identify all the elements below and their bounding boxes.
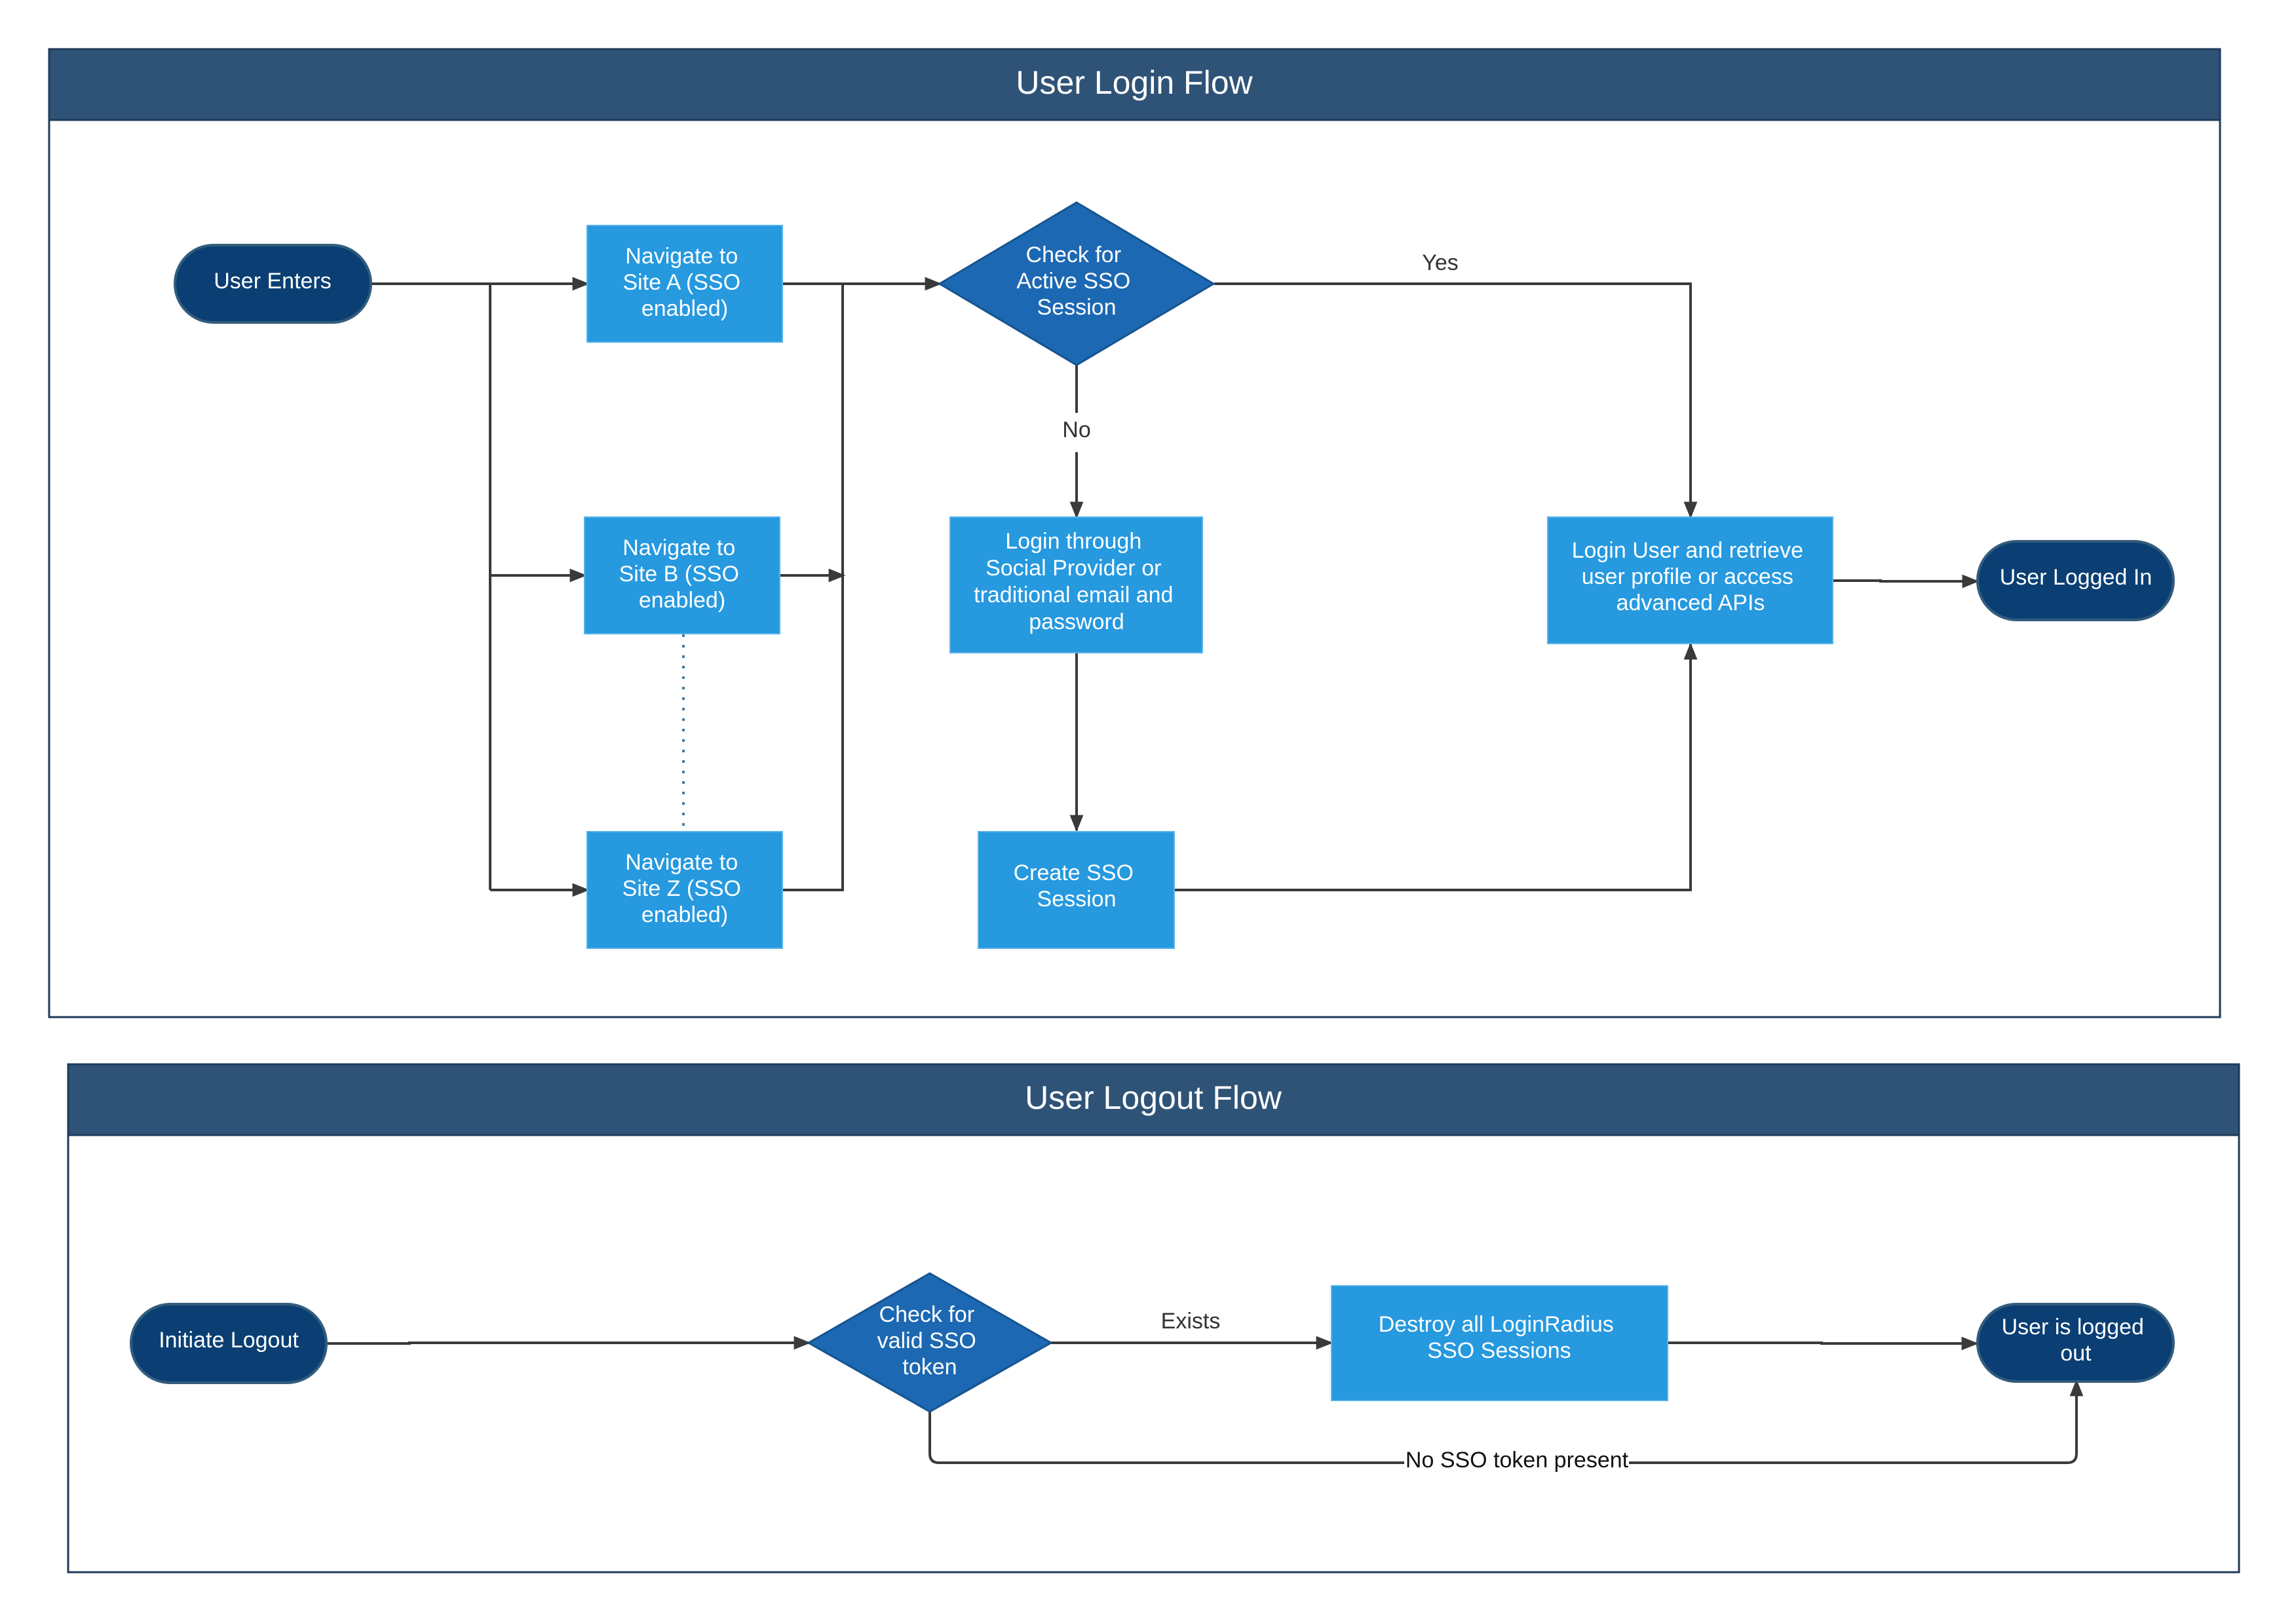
logout-flow-title: User Logout Flow (1025, 1079, 1282, 1116)
login-connectors: Yes No (370, 250, 1980, 897)
process-login-through[interactable]: Login through Social Provider or traditi… (949, 516, 1203, 653)
login-flow-title: User Login Flow (1016, 64, 1253, 101)
edge-yes (1214, 282, 1698, 519)
process-destroy-sessions-label: Destroy all LoginRadius SSO Sessions (1379, 1312, 1620, 1363)
logout-flow-panel: User Logout Flow (67, 1063, 2240, 1574)
decision-check-sso-session-label: Check for Active SSO Session (1016, 242, 1136, 320)
process-site-z[interactable]: Navigate to Site Z (SSO enabled) (586, 831, 783, 949)
process-login-user-label: Login User and retrieve user profile or … (1572, 538, 1810, 615)
process-login-user[interactable]: Login User and retrieve user profile or … (1547, 516, 1833, 644)
edge-label-exists: Exists (1161, 1309, 1221, 1334)
process-create-sso-session-label: Create SSO Session (1014, 860, 1140, 912)
edge-label-no-token-bg (1404, 1447, 1629, 1476)
logout-connectors: Exists No SSO token present (326, 1309, 2084, 1476)
process-site-z-label: Navigate to Site Z (SSO enabled) (622, 850, 748, 927)
edge-site-z-merge (782, 284, 844, 891)
process-site-a-label: Navigate to Site A (SSO enabled) (623, 244, 747, 321)
terminal-initiate-logout-label: Initiate Logout (159, 1328, 299, 1353)
login-panel-header (48, 48, 2221, 121)
terminal-user-logged-out-label: User is logged out (2002, 1315, 2151, 1366)
process-site-b-label: Navigate to Site B (SSO enabled) (619, 535, 746, 613)
process-site-b[interactable]: Navigate to Site B (SSO enabled) (584, 516, 780, 634)
terminal-initiate-logout[interactable]: Initiate Logout (130, 1303, 328, 1384)
terminal-user-logged-in-label: User Logged In (2000, 565, 2152, 590)
decision-check-sso-token[interactable]: Check for valid SSO token (806, 1272, 1054, 1413)
edge-create-to-login-user (1175, 642, 1698, 891)
process-destroy-sessions[interactable]: Destroy all LoginRadius SSO Sessions (1331, 1285, 1668, 1401)
decision-check-sso-token-label: Check for valid SSO token (877, 1302, 983, 1380)
terminal-user-enters-label: User Enters (214, 269, 332, 294)
edge-label-no-token: No SSO token present (1406, 1448, 1629, 1473)
terminal-user-logged-out[interactable]: User is logged out (1976, 1303, 2175, 1383)
terminal-user-enters[interactable]: User Enters (174, 244, 372, 324)
process-login-through-label: Login through Social Provider or traditi… (974, 529, 1179, 634)
decision-check-sso-session[interactable]: Check for Active SSO Session (938, 201, 1215, 366)
logout-panel-frame (67, 1063, 2240, 1574)
process-site-a[interactable]: Navigate to Site A (SSO enabled) (586, 225, 783, 343)
edge-label-yes: Yes (1422, 250, 1458, 275)
edge-label-no: No (1062, 417, 1090, 442)
logout-panel-header (67, 1063, 2240, 1136)
terminal-user-logged-in[interactable]: User Logged In (1976, 540, 2175, 621)
process-create-sso-session[interactable]: Create SSO Session (978, 831, 1175, 949)
